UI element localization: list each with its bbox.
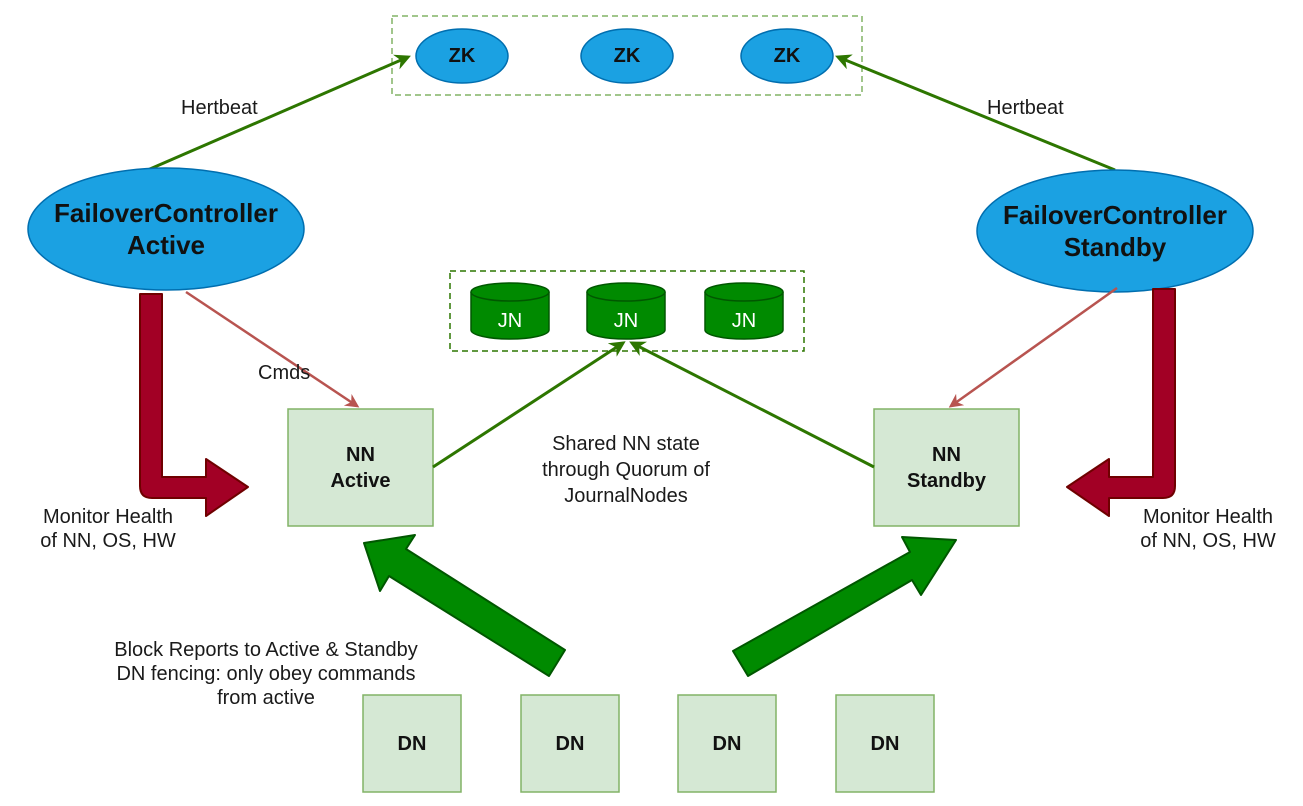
dn-label-2: DN	[555, 732, 585, 755]
nn-standby-line1: NN	[932, 443, 961, 466]
nn-active-line2: Active	[330, 469, 391, 492]
nn-active-box	[287, 408, 434, 527]
block-reports-line2: DN fencing: only obey commands	[116, 663, 416, 685]
nn-standby-label: NN Standby	[874, 409, 1019, 526]
monitor-label-right: Monitor Health of NN, OS, HW	[1118, 505, 1298, 553]
failover-standby-line2: Standby	[1063, 232, 1167, 262]
block-reports-line1: Block Reports to Active & Standby	[114, 639, 418, 661]
shared-state-line2: through Quorum of	[542, 459, 710, 481]
zk-label-3: ZK	[773, 44, 801, 67]
failover-standby-label: FailoverController Standby	[977, 197, 1253, 265]
monitor-left-line1: Monitor Health	[42, 506, 174, 528]
jn-label-3: JN	[731, 309, 757, 332]
jn-node-2	[586, 282, 666, 340]
shared-state-line3: JournalNodes	[564, 485, 688, 507]
heartbeat-label-right: Hertbeat	[987, 97, 1064, 119]
failover-controller-active	[27, 167, 305, 291]
jn-node-3	[704, 282, 784, 340]
shared-state-arrow-right	[629, 341, 875, 469]
jn-label-1: JN	[497, 309, 523, 332]
dn-label-4: DN	[870, 732, 900, 755]
nn-active-label: NN Active	[288, 409, 433, 526]
monitor-arrow-right	[1066, 288, 1176, 517]
cmds-arrow-left	[185, 290, 360, 408]
block-reports-line3: from active	[217, 687, 315, 709]
dn-box-4	[835, 694, 935, 793]
dn-box-1	[362, 694, 462, 793]
failover-controller-standby	[976, 169, 1254, 293]
dn-box-2	[520, 694, 620, 793]
failover-active-label: FailoverController Active	[28, 195, 304, 263]
block-report-arrow-right	[732, 536, 957, 677]
cmds-arrow-right	[948, 286, 1118, 408]
cmds-label: Cmds	[258, 362, 311, 384]
nn-active-line1: NN	[346, 443, 375, 466]
zk-node-3	[740, 28, 834, 84]
zk-label-2: ZK	[613, 44, 641, 67]
jn-label-2: JN	[613, 309, 639, 332]
heartbeat-arrow-right	[835, 54, 1116, 172]
shared-state-arrow-left	[432, 341, 626, 469]
jn-node-1	[470, 282, 550, 340]
zk-node-1	[415, 28, 509, 84]
dn-label-3: DN	[712, 732, 742, 755]
dn-box-3	[677, 694, 777, 793]
shared-state-label: Shared NN state through Quorum of Journa…	[516, 431, 736, 509]
nn-standby-box	[873, 408, 1020, 527]
block-report-arrow-left	[363, 534, 566, 677]
journal-group	[449, 270, 805, 352]
monitor-label-left: Monitor Health of NN, OS, HW	[18, 505, 198, 553]
dn-label-1: DN	[397, 732, 427, 755]
failover-active-line2: Active	[126, 230, 206, 260]
heartbeat-arrow-left	[142, 54, 411, 174]
nn-standby-line2: Standby	[907, 469, 986, 492]
failover-active-line1: FailoverController	[54, 198, 278, 228]
monitor-right-line2: of NN, OS, HW	[1140, 530, 1276, 552]
zk-node-2	[580, 28, 674, 84]
shared-state-line1: Shared NN state	[552, 433, 700, 455]
monitor-arrow-left	[139, 293, 249, 517]
monitor-left-line2: of NN, OS, HW	[40, 530, 176, 552]
failover-standby-line1: FailoverController	[1003, 200, 1227, 230]
zookeeper-group	[391, 15, 863, 96]
monitor-right-line1: Monitor Health	[1142, 506, 1274, 528]
zk-label-1: ZK	[448, 44, 476, 67]
block-reports-label: Block Reports to Active & Standby DN fen…	[66, 638, 466, 710]
heartbeat-label-left: Hertbeat	[181, 97, 258, 119]
